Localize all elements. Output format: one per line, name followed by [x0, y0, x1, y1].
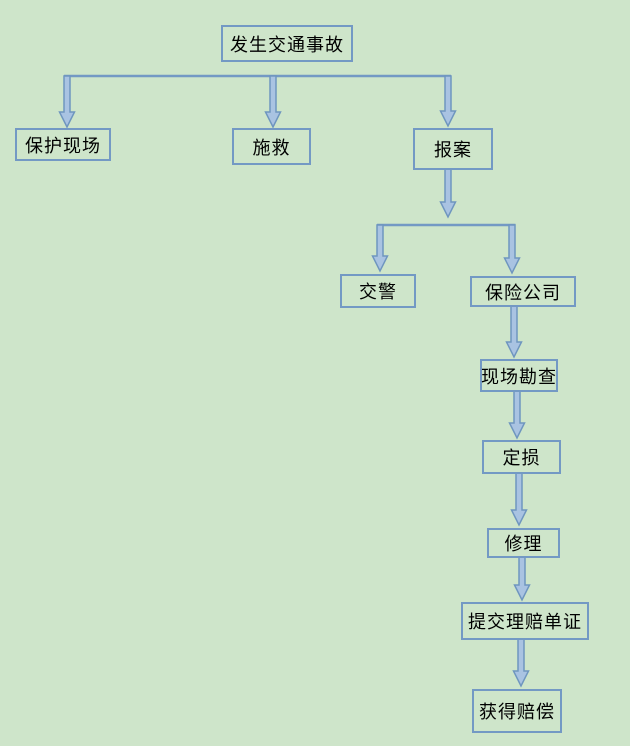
arrow-insurance-to-survey	[505, 305, 523, 359]
arrow-to-police	[371, 224, 389, 273]
arrow-to-insurance	[503, 224, 521, 275]
node-accident-label: 发生交通事故	[230, 34, 344, 55]
node-submit-claim-documents-label: 提交理赔单证	[468, 612, 582, 632]
node-protect-scene: 保护现场	[15, 128, 111, 161]
node-rescue: 施救	[232, 128, 311, 165]
arrow-to-protect	[58, 75, 76, 129]
node-scene-survey-label: 现场勘查	[481, 366, 557, 387]
node-submit-claim-documents: 提交理赔单证	[461, 602, 589, 640]
arrow-to-report	[439, 75, 457, 128]
node-damage-assessment-label: 定损	[502, 448, 541, 468]
node-damage-assessment: 定损	[482, 440, 561, 474]
arrow-report-to-branch	[439, 168, 457, 219]
arrow-assess-to-repair	[510, 472, 528, 527]
node-report-label: 报案	[434, 140, 472, 160]
node-protect-scene-label: 保护现场	[25, 135, 101, 156]
arrow-survey-to-assess	[508, 390, 526, 440]
node-report: 报案	[413, 128, 493, 170]
node-rescue-label: 施救	[252, 137, 291, 158]
node-traffic-police: 交警	[340, 274, 416, 308]
node-traffic-police-label: 交警	[359, 282, 397, 302]
node-scene-survey: 现场勘查	[480, 359, 558, 392]
node-receive-compensation-label: 获得赔偿	[479, 702, 555, 722]
node-insurance-company-label: 保险公司	[485, 282, 561, 303]
node-repair-label: 修理	[504, 534, 543, 554]
arrow-docs-to-compensation	[512, 638, 530, 688]
node-repair: 修理	[487, 528, 560, 558]
arrow-repair-to-docs	[513, 556, 531, 602]
arrow-to-rescue	[264, 75, 282, 129]
node-receive-compensation: 获得赔偿	[472, 689, 562, 733]
node-insurance-company: 保险公司	[470, 276, 576, 307]
node-accident: 发生交通事故	[221, 25, 353, 62]
